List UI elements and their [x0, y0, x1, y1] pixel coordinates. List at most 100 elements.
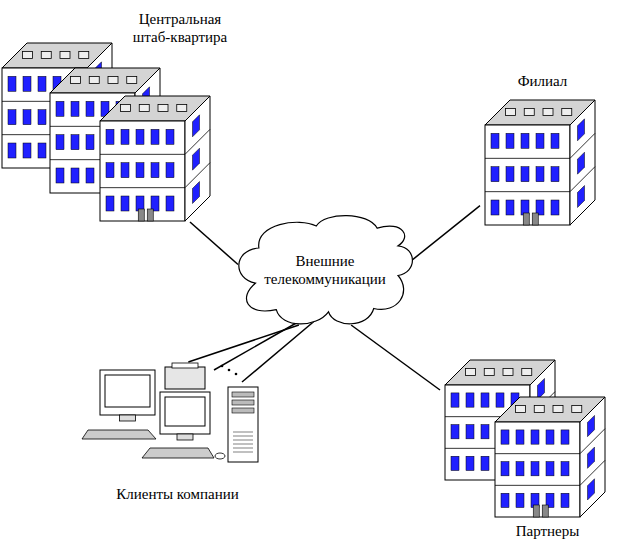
floor-line [495, 485, 580, 486]
keyboard [142, 448, 214, 458]
node-label: Внешние телекоммуникации [250, 252, 400, 288]
cloud-outline [239, 216, 413, 324]
window [481, 456, 489, 470]
window [451, 393, 459, 407]
side-window [588, 479, 595, 500]
connector-line [351, 325, 440, 390]
window [151, 163, 159, 178]
window [38, 143, 46, 158]
side-wall [185, 96, 210, 221]
headquarters-group: Центральная штаб-квартира [2, 8, 237, 222]
drive-bay [232, 408, 254, 413]
window [466, 425, 474, 439]
side-window [588, 447, 595, 468]
illustration-group [239, 216, 413, 324]
monitor-stand [177, 434, 193, 440]
monitor-stand [120, 415, 136, 421]
roof-vent [79, 52, 89, 59]
illustration-group [2, 43, 210, 221]
illustration-group [82, 363, 258, 462]
window [8, 143, 16, 158]
window [106, 163, 114, 178]
illustration [238, 215, 412, 325]
door [542, 505, 548, 517]
window [23, 110, 31, 125]
window [86, 135, 94, 150]
printer [165, 367, 205, 389]
window [501, 430, 509, 444]
monitor-body [100, 370, 155, 415]
window [516, 462, 524, 476]
illustration [80, 362, 277, 505]
window [56, 135, 64, 150]
roof-vent [108, 77, 118, 84]
roof-vent [60, 52, 70, 59]
window [506, 133, 514, 148]
window [531, 462, 539, 476]
window [8, 76, 16, 91]
window [38, 110, 46, 125]
window [56, 101, 64, 116]
window [23, 143, 31, 158]
window [106, 129, 114, 144]
roof-vent [71, 77, 81, 84]
side-window [578, 186, 585, 208]
roof-vent [139, 105, 149, 112]
door [532, 213, 538, 225]
vent-slot [233, 444, 253, 445]
roof-vent [121, 105, 131, 112]
window [506, 167, 514, 182]
window [551, 133, 559, 148]
window [451, 456, 459, 470]
side-wall [570, 100, 595, 225]
vent-slot [233, 432, 253, 433]
window [121, 163, 129, 178]
ellipsis-dot [228, 369, 231, 372]
monitor-body [160, 392, 210, 434]
window [516, 430, 524, 444]
front-wall [100, 121, 185, 221]
window [516, 493, 524, 507]
roof-vent [516, 406, 526, 413]
node-label: Партнеры [480, 522, 615, 540]
building [495, 397, 605, 517]
window [86, 101, 94, 116]
roof-vent [524, 109, 534, 116]
floor-line [485, 191, 570, 192]
window [8, 110, 16, 125]
window [561, 462, 569, 476]
connector-line [412, 206, 480, 260]
window [451, 425, 459, 439]
roof-vent [562, 109, 572, 116]
front-wall [485, 125, 570, 225]
system-unit [228, 387, 258, 462]
roof-vent [41, 52, 51, 59]
window [536, 133, 544, 148]
window [551, 167, 559, 182]
illustration [440, 352, 617, 542]
window [71, 101, 79, 116]
floor-line [485, 158, 570, 159]
window [38, 76, 46, 91]
client-computers: Клиенты компании [80, 362, 277, 505]
window [521, 167, 529, 182]
building [100, 96, 210, 221]
roof-vent [534, 406, 544, 413]
window [561, 493, 569, 507]
window [481, 393, 489, 407]
vent-slot [233, 448, 253, 449]
mouse [215, 453, 225, 459]
illustration-group [445, 360, 605, 517]
node-label: Центральная штаб-квартира [125, 10, 235, 46]
window [166, 129, 174, 144]
roof-vent [484, 369, 494, 376]
roof-vent [572, 406, 582, 413]
side-window [193, 182, 200, 204]
side-window [578, 119, 585, 141]
roof-vent [522, 369, 532, 376]
vent-slot [233, 436, 253, 437]
partner-buildings: Партнеры [440, 352, 617, 542]
window [121, 196, 129, 211]
floor-line [100, 154, 185, 155]
side-window [588, 415, 595, 436]
